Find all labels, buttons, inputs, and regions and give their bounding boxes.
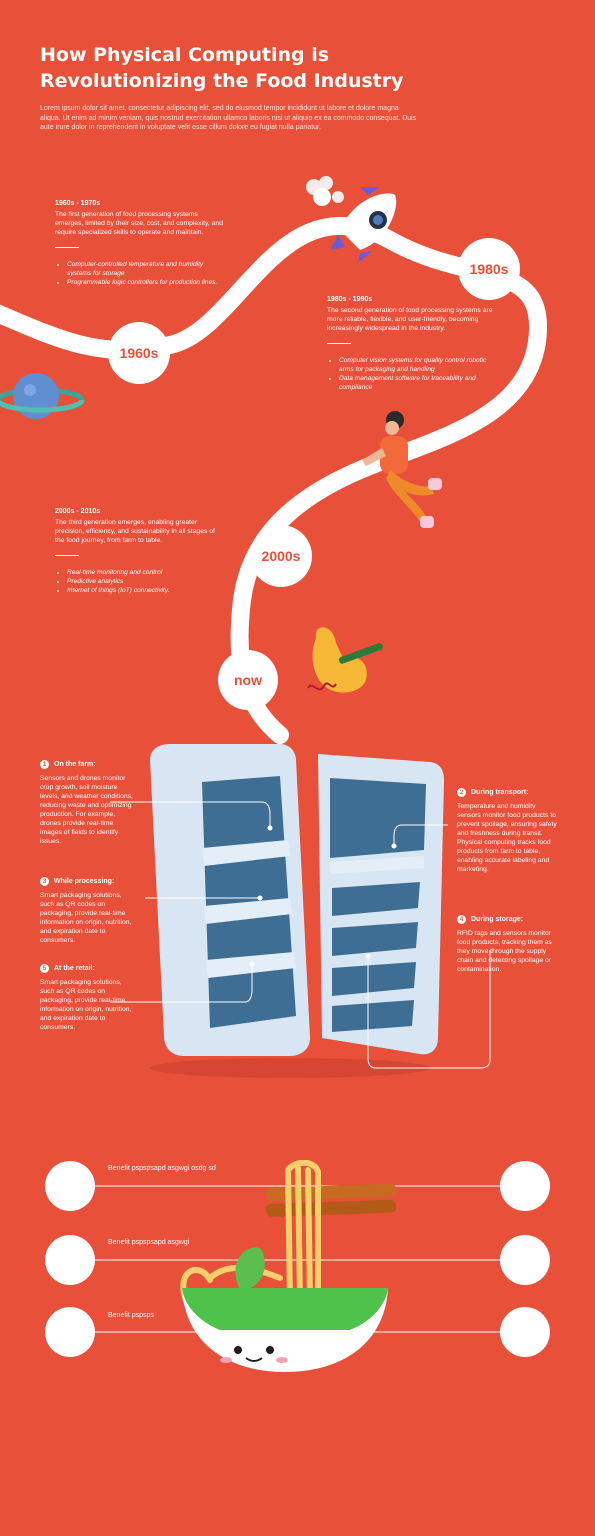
era-title: 2000s - 2010s [55,508,101,515]
person-icon [362,411,442,528]
fact-description: Sensors and drones monitor crop growth, … [40,775,133,845]
benefit-circle-left-1 [45,1161,95,1211]
benefit-circle-right-2 [500,1235,550,1285]
benefit-circle-left-3 [45,1307,95,1357]
list-item: Real-time monitoring and control [67,568,225,577]
intro-text: Lorem ipsum dolor sit amet, consectetur … [40,105,417,131]
planet-icon [0,373,85,419]
list-item: Data management software for traceabilit… [339,374,497,392]
era-divider [55,555,79,556]
fact-description: Temperature and humidity sensors monitor… [457,803,557,873]
step-number: 3 [40,877,49,886]
title-line-2: Revolutionizing the Food Industry [40,70,404,92]
timeline-road [0,216,548,744]
benefit-label-2: Benefit pspspsapd asgwgi [108,1239,190,1246]
era-title: 1980s - 1990s [327,296,373,303]
era-description: The first generation of food processing … [55,211,223,236]
fact-transport: 2 During transport: Temperature and humid… [457,788,557,874]
benefit-label-3: Benefit pspsps [108,1312,154,1319]
bubble-now: now [218,650,278,710]
fact-title: At the retail: [54,965,95,972]
fact-title: During storage: [471,916,524,923]
fact-description: RFID tags and sensors monitor food produ… [457,930,552,973]
step-number: 5 [40,964,49,973]
era-divider [55,247,79,248]
fact-processing: 3 While processing: Smart packaging solut… [40,877,135,945]
fact-title: On the farm: [54,761,96,768]
list-item: Programmable logic controllers for produ… [67,278,225,287]
era-list: Real-time monitoring and control Predict… [55,568,225,595]
era-description: The third generation emerges, enabling g… [55,519,215,544]
era-1960s: 1960s - 1970s The first generation of fo… [55,200,225,287]
list-item: Computer vision systems for quality cont… [339,356,497,374]
era-list: Computer-controlled temperature and humi… [55,260,225,287]
fact-connectors [110,801,491,1069]
bubble-2000s: 2000s [250,525,312,587]
page-title: How Physical Computing is Revolutionizin… [40,42,560,94]
era-list: Computer vision systems for quality cont… [327,356,497,392]
road-path [0,216,548,744]
era-divider [327,343,351,344]
step-number: 1 [40,760,49,769]
benefit-circle-left-2 [45,1235,95,1285]
fact-title: While processing: [54,878,115,885]
benefit-label-1: Benefit pspspsapd asgwgi osdg sd [108,1165,216,1172]
hand-pen-icon [307,627,383,693]
fact-description: Smart packaging solutions, such as QR co… [40,892,132,944]
step-number: 2 [457,788,466,797]
title-line-1: How Physical Computing is [40,44,330,66]
benefit-circle-right-1 [500,1161,550,1211]
fact-retail: 5 At the retail: Smart packaging solution… [40,964,135,1032]
noodle-bowl-icon [180,1160,397,1372]
fact-storage: 4 During storage: RFID tags and sensors m… [457,915,557,974]
era-title: 1960s - 1970s [55,200,101,207]
bubble-1980s: 1980s [458,238,520,300]
fact-title: During transport: [471,789,529,796]
bubble-1960s: 1960s [108,322,170,384]
era-2000s: 2000s - 2010s The third generation emerg… [55,508,225,595]
list-item: Internet of things (IoT) connectivity. [67,586,225,595]
rocket-icon [306,176,397,263]
era-1980s: 1980s - 1990s The second generation of f… [327,296,497,392]
benefit-circle-right-3 [500,1307,550,1357]
header: How Physical Computing is Revolutionizin… [40,42,560,133]
step-number: 4 [457,915,466,924]
list-item: Computer-controlled temperature and humi… [67,260,225,278]
list-item: Predictive analytics [67,577,225,586]
era-description: The second generation of food processing… [327,307,493,332]
fact-description: Smart packaging solutions, such as QR co… [40,979,132,1031]
fact-farm: 1 On the farm: Sensors and drones monitor… [40,760,135,846]
